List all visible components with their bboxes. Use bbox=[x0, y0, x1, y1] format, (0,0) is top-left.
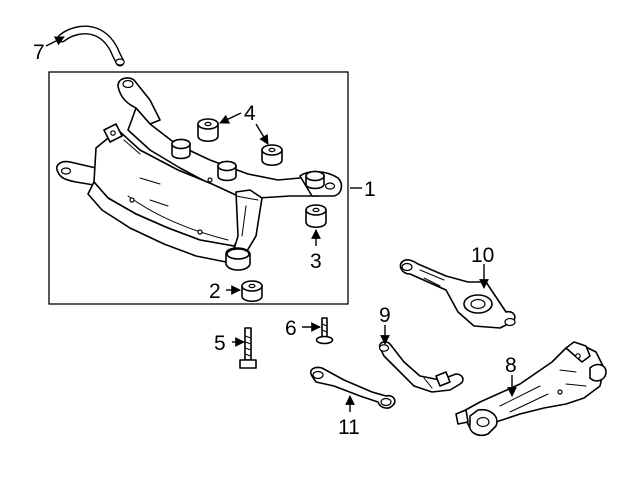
bushing-2-part bbox=[241, 280, 263, 303]
link-part bbox=[309, 366, 396, 409]
callout-1: 1 bbox=[364, 178, 376, 201]
bushing-4-parts bbox=[197, 118, 283, 167]
leader-4a bbox=[219, 112, 242, 124]
callout-2: 2 bbox=[209, 280, 221, 303]
subframe-part bbox=[55, 77, 343, 271]
stud-part bbox=[315, 317, 334, 345]
upper-arm-part bbox=[378, 341, 464, 393]
subframe-assembly-box bbox=[48, 71, 349, 305]
bolt-part bbox=[239, 327, 257, 369]
trailing-arm-part bbox=[455, 341, 607, 437]
callout-4: 4 bbox=[244, 102, 256, 125]
callout-7: 7 bbox=[33, 41, 45, 64]
callout-8: 8 bbox=[505, 354, 517, 377]
callout-9: 9 bbox=[379, 304, 391, 327]
callout-5: 5 bbox=[214, 332, 226, 355]
lower-control-arm-part bbox=[399, 259, 516, 329]
leader-4b bbox=[255, 123, 269, 145]
bushing-3-part bbox=[305, 204, 327, 229]
callout-10: 10 bbox=[471, 244, 494, 267]
leader-7 bbox=[45, 36, 65, 47]
callout-3: 3 bbox=[310, 250, 322, 273]
hose-part bbox=[57, 25, 125, 67]
callout-6: 6 bbox=[285, 317, 297, 340]
callout-11: 11 bbox=[338, 416, 360, 439]
